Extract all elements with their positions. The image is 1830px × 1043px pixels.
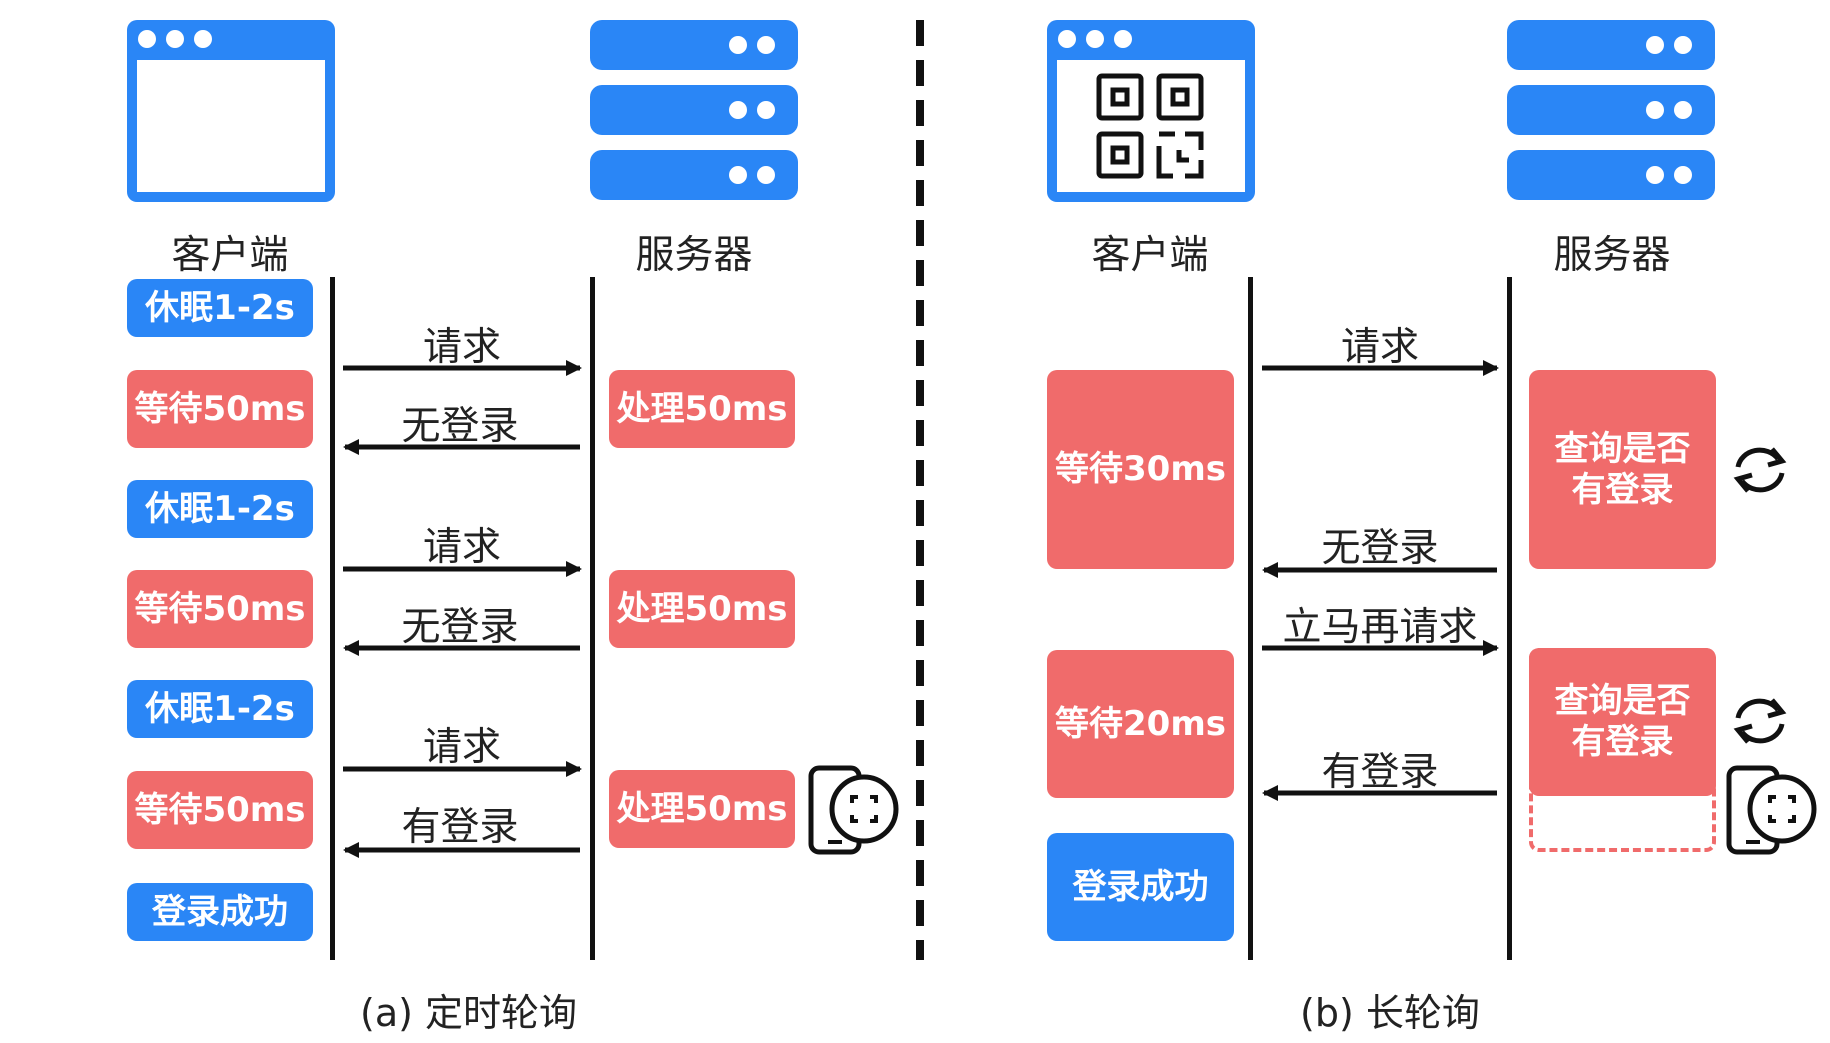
client-step: 等待50ms: [127, 570, 313, 648]
phone-scan-icon: [808, 765, 899, 855]
client-lifeline: [330, 277, 335, 960]
login-success-box: 登录成功: [127, 883, 313, 941]
caption-left: (a) 定时轮询: [360, 991, 578, 1035]
message-label: 无登录: [401, 404, 519, 449]
message-label: 请求: [422, 325, 501, 370]
message-label: 请求: [422, 525, 501, 570]
refresh-icon: [1733, 447, 1787, 493]
message-label: 无登录: [401, 605, 519, 650]
qr-code-icon: [1047, 20, 1255, 202]
message-label: 有登录: [401, 805, 519, 850]
client-step: 休眠1-2s: [127, 279, 313, 337]
message-label: 立马再请求: [1282, 605, 1478, 650]
client-label: 客户端: [1091, 233, 1209, 278]
message-label: 无登录: [1321, 526, 1439, 571]
login-success-box: 登录成功: [1047, 833, 1234, 941]
client-step: 等待30ms: [1047, 370, 1234, 569]
client-step: 休眠1-2s: [127, 480, 313, 538]
server-step: 查询是否 有登录: [1529, 370, 1716, 569]
client-lifeline: [1248, 277, 1253, 960]
caption-right: (b) 长轮询: [1300, 991, 1480, 1035]
server-step: 处理50ms: [609, 570, 795, 648]
client-step: 等待50ms: [127, 370, 313, 448]
server-step: 处理50ms: [609, 770, 795, 848]
server-step: 处理50ms: [609, 370, 795, 448]
server-lifeline: [590, 277, 595, 960]
server-step: 查询是否 有登录: [1529, 648, 1716, 796]
server-rack-icon: [590, 20, 798, 200]
message-label: 请求: [422, 725, 501, 770]
message-label: 有登录: [1321, 750, 1439, 795]
server-label: 服务器: [1553, 233, 1671, 278]
client-step: 休眠1-2s: [127, 680, 313, 738]
client-step: 等待20ms: [1047, 650, 1234, 798]
client-label: 客户端: [171, 233, 289, 278]
phone-scan-icon: [1726, 765, 1817, 855]
server-lifeline: [1507, 277, 1512, 960]
message-label: 请求: [1340, 325, 1419, 370]
panel-divider: [916, 20, 924, 960]
refresh-icon: [1733, 698, 1787, 744]
server-rack-icon: [1507, 20, 1715, 200]
server-label: 服务器: [635, 233, 753, 278]
client-step: 等待50ms: [127, 771, 313, 849]
browser-window-icon: [127, 20, 335, 202]
